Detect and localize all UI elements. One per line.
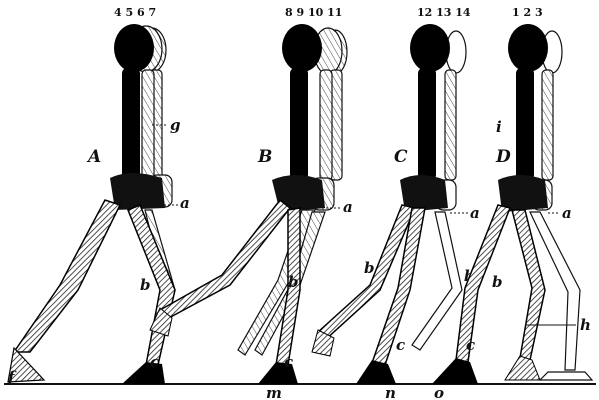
figure-d-label-b: b	[492, 273, 503, 291]
figure-c-label-a: a	[470, 204, 480, 222]
figure-c-trunk	[418, 68, 436, 180]
figure-a-trunk	[122, 68, 140, 180]
figure-d-label-i: i	[496, 118, 502, 136]
figure-d-label-a: a	[562, 204, 572, 222]
figure-d-head	[508, 24, 548, 72]
figure-b-label-c: c	[284, 353, 293, 371]
figure-d-trunk	[516, 68, 534, 180]
figure-a-label-b: b	[140, 276, 151, 294]
figure-a-letter: A	[86, 147, 101, 167]
figure-c-head	[410, 24, 450, 72]
figure-d-label-c: c	[466, 336, 475, 354]
figure-c-label-n: n	[385, 384, 396, 400]
figure-c-letter: C	[394, 147, 408, 167]
figure-c-label-b-left: b	[364, 259, 375, 277]
figure-b-numbers: 8 9 10 11	[285, 6, 342, 19]
figure-d-letter: D	[495, 147, 511, 167]
figure-b-label-a: a	[343, 198, 353, 216]
figure-b-label-b: b	[288, 273, 299, 291]
figure-a-numbers: 4 5 6 7	[114, 6, 156, 19]
figure-b-trunk	[290, 68, 308, 180]
figure-c-label-c: c	[396, 336, 405, 354]
figure-d-label-h: h	[580, 316, 591, 334]
figure-a-label-a: a	[180, 194, 190, 212]
figure-a-label-c: c	[150, 353, 159, 371]
figure-a-head	[114, 24, 154, 72]
figure-d-numbers: 1 2 3	[512, 6, 543, 19]
figure-a-label-g: g	[170, 116, 181, 134]
figure-d-label-o: o	[434, 384, 444, 400]
figure-b-label-m: m	[266, 384, 282, 400]
figure-c-numbers: 12 13 14	[417, 6, 471, 19]
figure-b-head	[282, 24, 322, 72]
figure-b-letter: B	[257, 147, 272, 167]
figure-a-rear-leg	[14, 200, 120, 352]
